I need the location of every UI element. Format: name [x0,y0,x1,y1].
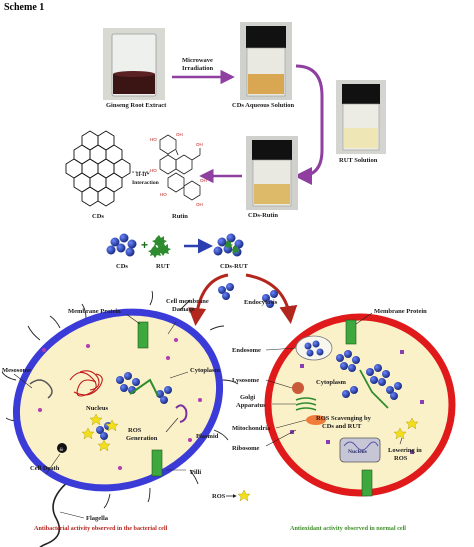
ros-legend-star [237,489,251,502]
cds-aqueous-vial-image [240,22,292,100]
endosome-label: Endosome [232,347,261,354]
caption-antibacterial: Antibacterial activity observed in the b… [34,525,168,532]
plasmid-label: Plasmid [196,433,219,440]
cell-membrane-label-1: Cell membrane [166,298,209,305]
membrane-protein-right-label: Membrane Protein [374,308,427,315]
rut-solution-vial-image [336,80,386,154]
svg-text:HO: HO [150,168,157,173]
cds-rutin-label: CDs-Rutin [248,212,278,219]
pilli-label: Pilli [190,469,201,476]
svg-text:HO: HO [160,192,167,197]
rutin-label: Rutin [172,213,188,220]
golgi-label-2: Apparatus [236,402,266,409]
ros-legend-label: ROS [212,493,226,500]
pi-pi-label: Π-Π* [136,172,150,178]
nucleus-label: Nucleus [86,405,109,412]
lysosome-label: Lysosome [232,377,259,384]
legend-cds-rut-label: CDs-RUT [220,263,248,270]
scheme-title: Scheme 1 [4,2,44,13]
lowering-ros-label-2: ROS [394,455,408,462]
interaction-label: Interaction [132,180,160,186]
golgi-label-1: Golgi [240,394,255,401]
ginseng-label: Ginseng Root Extract [106,102,167,109]
lowering-ros-label-1: Lowering in [388,447,422,454]
legend-cds-label: CDs [116,263,128,270]
arc-arrow-to-bacteria [188,273,229,326]
rut-cluster-legend [148,235,171,258]
rutin-molecule [159,134,201,201]
legend-plus: + [141,238,148,252]
cds-rut-cluster-legend [213,233,244,257]
microwave-label-1: Microwave [182,57,213,64]
rut-solution-label: RUT Solution [339,157,378,164]
ros-scavenging-label-2: CDs and RUT [322,423,362,430]
cell-membrane-label-2: Damage [172,306,195,313]
ros-scavenging-label-1: ROS Scavenging by [316,415,372,422]
mitochondria-label: Mitochondria [232,425,271,432]
membrane-protein-left-label: Membrane Protein [68,308,121,315]
cds-rutin-vial-image [246,136,298,210]
flagella-label: Flagella [86,515,109,522]
ros-generation-label-1: ROS [128,427,142,434]
svg-text:☠: ☠ [59,447,64,453]
ros-generation-label-2: Generation [126,435,158,442]
cytoplasm-right-label: Cytoplasm [316,379,347,386]
mesosome-label: Mesosome [2,367,31,374]
cds-aqueous-label: CDs Aqueous Solution [232,102,295,109]
svg-text:OH: OH [176,132,183,137]
endocytosis-cluster [218,283,278,308]
ribosome-label: Ribosome [232,445,260,452]
microwave-label-2: Irradiation [182,65,213,72]
nucleus-right-label: Nucleus [348,449,368,455]
svg-text:OH: OH [196,202,203,207]
cds-cluster-legend [106,233,137,257]
svg-text:HO: HO [150,137,157,142]
arc-arrow-to-normal-cell [245,273,298,324]
carbon-dot-structure [65,130,131,207]
svg-text:OH: OH [200,178,207,183]
cytoplasm-left-label: Cytoplasm [190,367,221,374]
normal-cell [264,313,456,497]
caption-antioxidant: Antioxidant activity observed in normal … [290,525,406,532]
endocytosis-label: Endocytosis [244,299,278,306]
bacterial-cell: ☠ [1,290,239,547]
process-arrow-right [294,64,324,185]
cell-death-label: Cell Death [30,465,60,472]
legend-rut-label: RUT [156,263,170,270]
cds-structure-label: CDs [92,213,104,220]
svg-text:OH: OH [196,142,203,147]
ginseng-beaker-image [103,28,165,100]
